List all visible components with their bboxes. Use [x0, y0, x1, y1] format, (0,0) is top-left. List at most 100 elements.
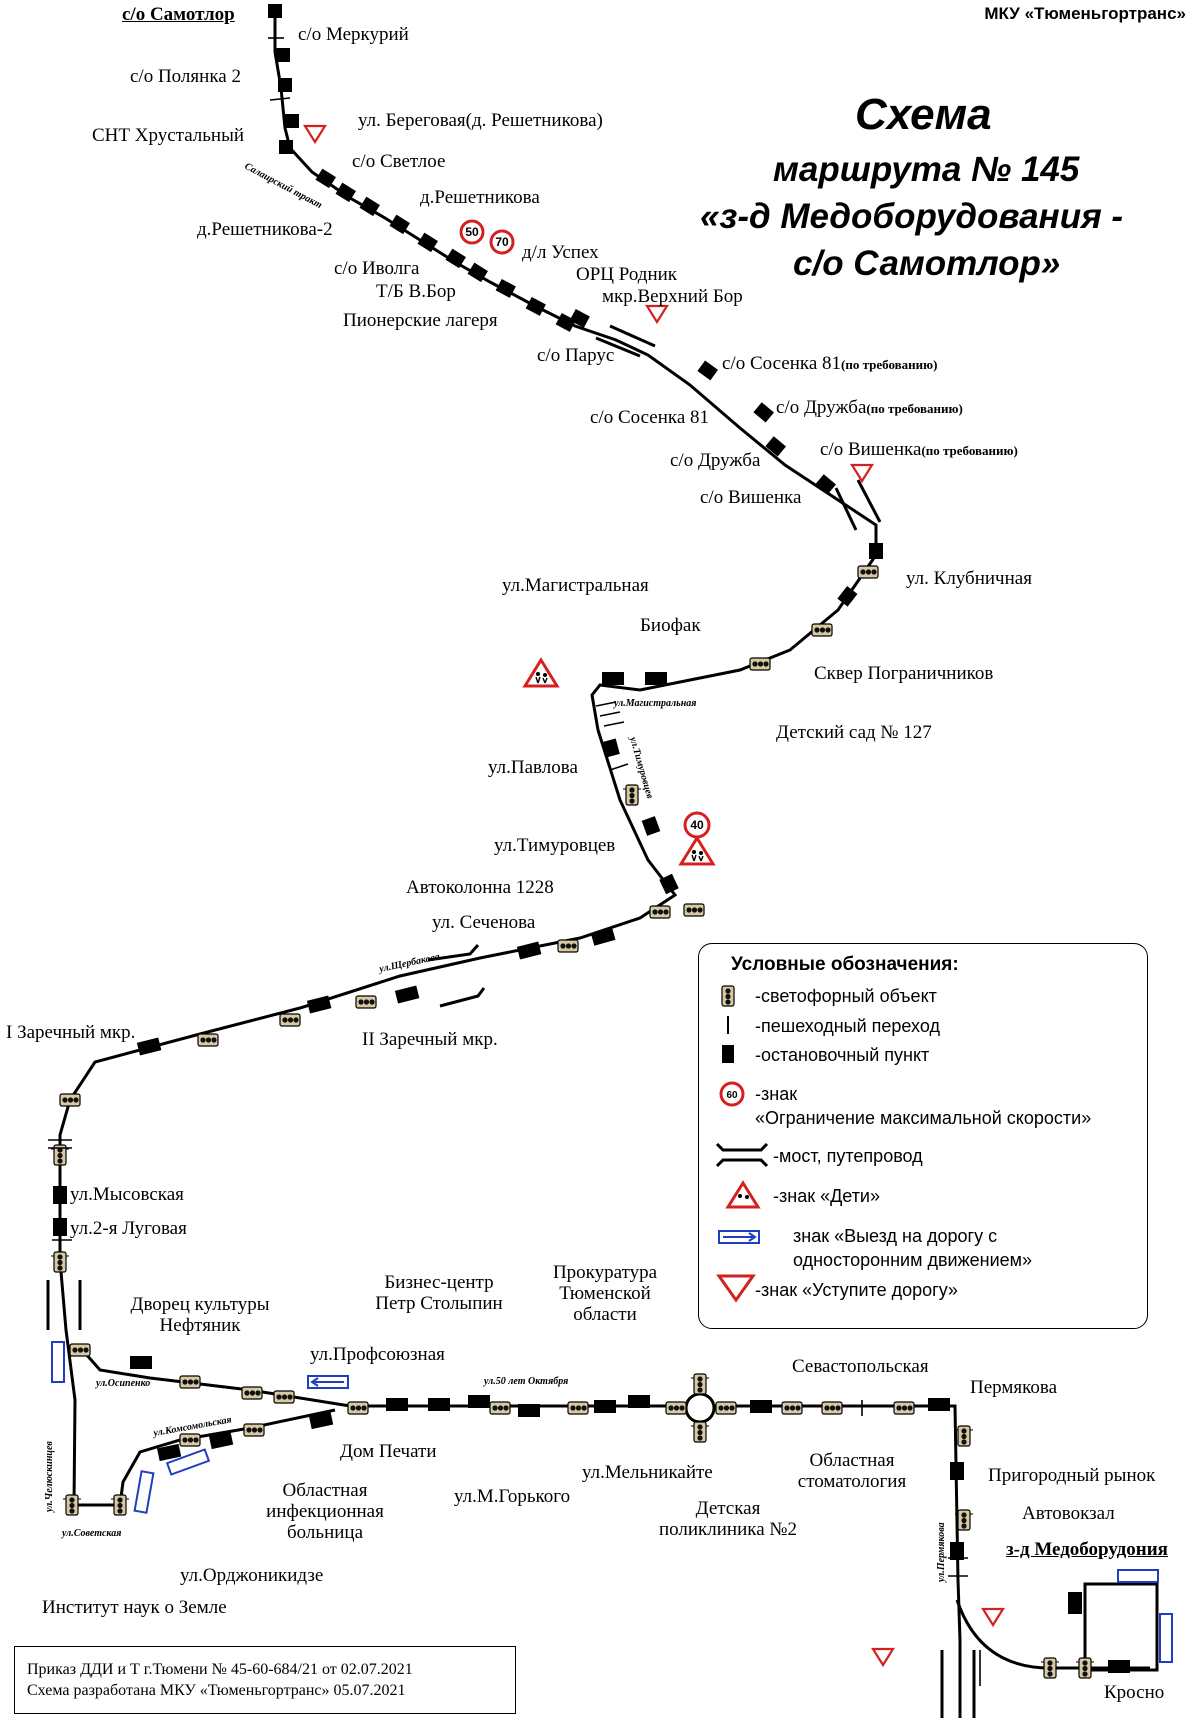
- stop-druzhba-req: с/о Дружба(по требованию): [776, 397, 963, 419]
- stop-biofak: Биофак: [640, 615, 701, 636]
- title-line3: «з-д Медоборудования -: [700, 197, 1124, 236]
- stop-skver: Сквер Пограничников: [814, 663, 994, 684]
- roundabout: [684, 1392, 716, 1424]
- stop-sevastopolskaya: Севастопольская: [792, 1356, 929, 1377]
- footer-box: Приказ ДДИ и Т г.Тюмени № 45-60-684/21 о…: [14, 1646, 516, 1714]
- svg-text:60: 60: [726, 1090, 738, 1101]
- stop-zd-medoborudovaniya: з-д Медоборудония: [1006, 1539, 1168, 1560]
- stop-snt-khrustalny: СНТ Хрустальный: [92, 125, 245, 146]
- stop-samotlor: с/о Самотлор: [122, 4, 235, 25]
- title-line4: с/о Самотлор»: [793, 244, 1061, 283]
- stop-zarechny2: II Заречный мкр.: [362, 1029, 498, 1050]
- stop-zarechny1: I Заречный мкр.: [6, 1022, 136, 1043]
- stop-prokuratura-line3: области: [573, 1304, 637, 1325]
- bus-stop-icon: [722, 1045, 734, 1063]
- stop-biznes-line2: Петр Столыпин: [375, 1293, 503, 1314]
- children-sign-icon: [725, 1180, 761, 1209]
- stop-polyanka2: с/о Полянка 2: [130, 66, 241, 87]
- legend-one-way-2: односторонним движением»: [793, 1250, 1033, 1270]
- stop-detsad127: Детский сад № 127: [776, 722, 932, 743]
- bus-stops: [53, 4, 1130, 1673]
- stop-dvorec-line1: Дворец культуры: [130, 1294, 270, 1315]
- organization-name: МКУ «Тюменьгортранс»: [984, 4, 1186, 23]
- speed-limit-50: 50: [465, 225, 479, 239]
- legend-title: Условные обозначения:: [731, 954, 959, 975]
- stop-ordzhonikidze: ул.Орджоникидзе: [180, 1565, 324, 1586]
- stop-permyakova: Пермякова: [970, 1377, 1058, 1398]
- stop-biznes-line1: Бизнес-центр: [384, 1272, 494, 1293]
- speed-limit-40: 40: [690, 818, 704, 832]
- on-request-1: (по требованию): [841, 357, 938, 372]
- stop-stomatologiya-line1: Областная: [809, 1450, 895, 1471]
- stop-prokuratura-line1: Прокуратура: [552, 1262, 658, 1283]
- stop-oblast-infek-line2: инфекционная: [266, 1501, 384, 1522]
- stop-timurovcev: ул.Тимуровцев: [494, 835, 616, 856]
- stop-prokuratura-line2: Тюменской: [559, 1283, 651, 1304]
- one-way-exit-icon: [718, 1230, 760, 1244]
- stop-vishenka: с/о Вишенка: [700, 487, 802, 508]
- street-osipenko: ул.Осипенко: [95, 1378, 150, 1389]
- street-sovetskaya: ул.Советская: [61, 1528, 121, 1539]
- stop-druzhba: с/о Дружба: [670, 450, 761, 471]
- title-line2: маршрута № 145: [773, 150, 1080, 189]
- stop-dvorec-line2: Нефтяник: [159, 1315, 241, 1336]
- title-line1: Схема: [855, 90, 992, 139]
- stop-verkhniy-bor: мкр.Верхний Бор: [602, 286, 743, 307]
- stop-profsoyuznaya: ул.Профсоюзная: [310, 1344, 445, 1365]
- crosswalks: [48, 37, 981, 1686]
- stop-orc-rodnik: ОРЦ Родник: [576, 264, 678, 285]
- on-request-3: (по требованию): [921, 443, 1018, 458]
- stop-vishenka-req-name: с/о Вишенка: [820, 439, 922, 460]
- street-salairsky: Салаирский тракт: [243, 161, 324, 211]
- legend-icons: 60: [715, 985, 769, 1303]
- stop-prigorodny: Пригородный рынок: [988, 1465, 1156, 1486]
- street-scherbakova: ул.Щербакова: [377, 951, 440, 975]
- yield-sign-icon: [716, 1274, 756, 1303]
- stop-oblast-infek-line1: Областная: [282, 1480, 368, 1501]
- stop-parus: с/о Парус: [537, 345, 615, 366]
- legend-traffic-light: -светофорный объект: [755, 986, 937, 1006]
- stop-dom-pechati: Дом Печати: [340, 1441, 437, 1462]
- depot-building: [1083, 1582, 1159, 1672]
- stop-stomatologiya-line2: стоматология: [797, 1471, 907, 1492]
- street-permyakova: ул.Пермякова: [936, 1522, 947, 1583]
- stop-uspekh: д/л Успех: [522, 242, 599, 263]
- street-chelyuskintsev: ул.Челюскинцев: [44, 1441, 55, 1513]
- legend-yield: -знак «Уступите дорогу»: [755, 1280, 958, 1300]
- stop-avtovokzal: Автовокзал: [1022, 1503, 1115, 1524]
- stop-sosenka81-req: с/о Сосенка 81(по требованию): [722, 353, 937, 375]
- stop-druzhba-req-name: с/о Дружба: [776, 397, 867, 418]
- stop-avtokolonna: Автоколонна 1228: [406, 877, 554, 898]
- legend-bridge: -мост, путепровод: [773, 1146, 923, 1166]
- speed-limit-signs: 50 70 40: [459, 219, 711, 839]
- stop-sosenka81-req-name: с/о Сосенка 81: [722, 353, 842, 374]
- bridge-icon: [715, 1142, 769, 1168]
- stop-lugovaya2: ул.2-я Луговая: [70, 1218, 187, 1239]
- stop-gorkogo: ул.М.Горького: [454, 1486, 571, 1507]
- stop-det-poliklinika-line2: поликлиника №2: [658, 1519, 798, 1540]
- legend-bus-stop: -остановочный пункт: [755, 1045, 930, 1065]
- stop-pavlova: ул.Павлова: [488, 757, 578, 778]
- speed-limit-icon: 60: [719, 1081, 745, 1107]
- bridges: [46, 324, 976, 1718]
- street-oktyabrya50: ул.50 лет Октября: [483, 1376, 568, 1387]
- street-magistralnaya: ул.Магистральная: [613, 698, 696, 709]
- legend-crosswalk: -пешеходный переход: [755, 1016, 940, 1036]
- legend-one-way: знак «Выезд на дорогу с: [793, 1226, 998, 1246]
- speed-limit-70: 70: [495, 235, 509, 249]
- footer-developed: Схема разработана МКУ «Тюменьгортранс» 0…: [27, 1682, 406, 1699]
- stop-melnikayte: ул.Мельникайте: [582, 1462, 713, 1483]
- legend: Условные обозначения: 60 -светофорный об…: [698, 943, 1148, 1329]
- stop-sechenova: ул. Сеченова: [432, 912, 536, 933]
- on-request-2: (по требованию): [866, 401, 963, 416]
- footer-order: Приказ ДДИ и Т г.Тюмени № 45-60-684/21 о…: [27, 1661, 413, 1678]
- stop-merkuriy: с/о Меркурий: [298, 24, 409, 45]
- stop-tb-vbor: Т/Б В.Бор: [376, 281, 456, 302]
- traffic-light-icon: [721, 985, 735, 1007]
